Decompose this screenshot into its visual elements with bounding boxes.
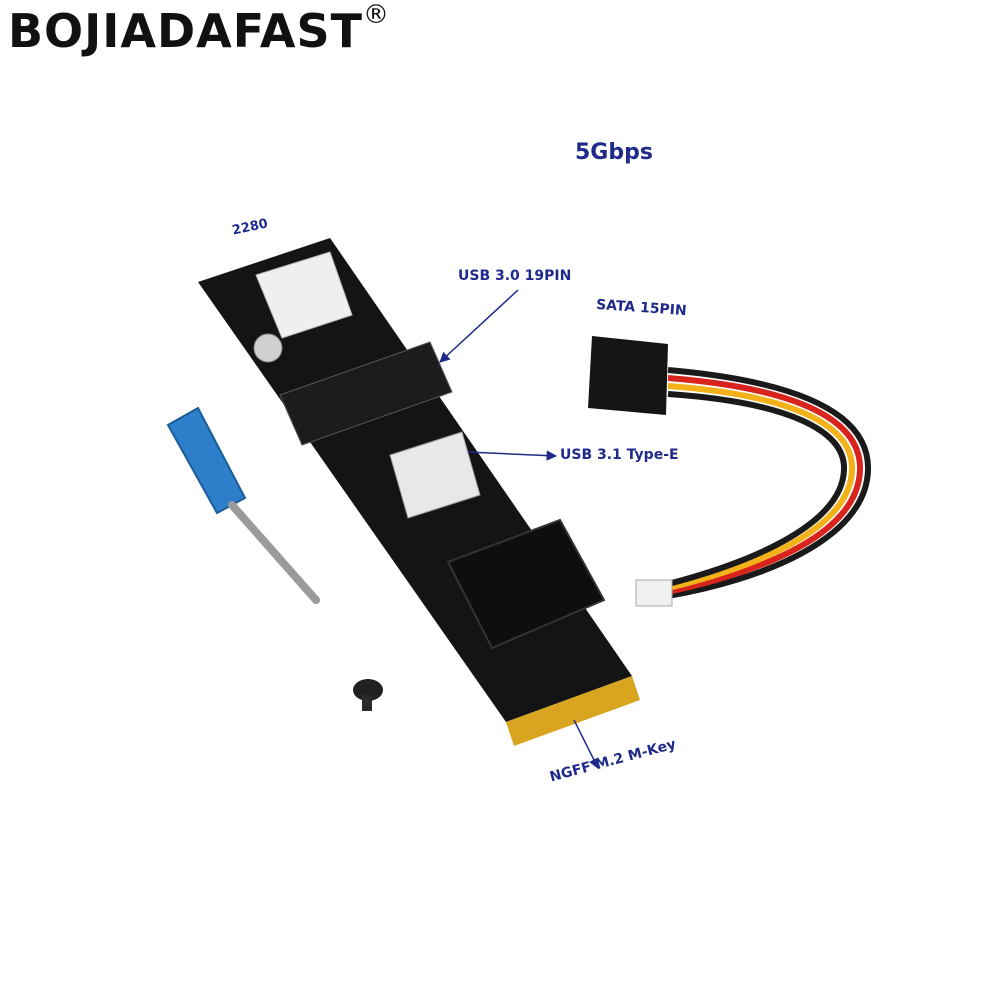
screw [353,679,383,711]
brand-logo: BOJIADAFAST® [8,0,390,58]
small-4pin-connector [635,579,673,607]
arrow-ngff [573,719,599,769]
screwdriver-shaft [228,501,320,604]
arrow-typee [467,450,558,461]
typee-connector [389,431,481,519]
capacitor [253,333,283,363]
usb30-header [279,341,453,446]
brand-name: BOJIADAFAST [8,4,364,58]
screwdriver-handle [166,406,247,515]
wire-black-1 [667,367,872,599]
sata-connector [588,336,668,415]
registered-mark: ® [363,0,391,30]
wire-black-2 [667,391,848,587]
speed-label: 5Gbps [575,140,653,165]
wire-yellow [667,383,856,591]
power-connector [255,251,353,339]
typee-label: USB 3.1 Type-E [560,447,679,463]
sata-cable [588,336,872,607]
pcb-board [198,238,640,746]
heatsink [446,518,606,650]
usb30-label: USB 3.0 19PIN [458,268,572,284]
arrow-usb30 [439,289,519,363]
wire-red [667,375,864,595]
gold-contacts [506,676,640,746]
screwdriver [166,406,320,604]
